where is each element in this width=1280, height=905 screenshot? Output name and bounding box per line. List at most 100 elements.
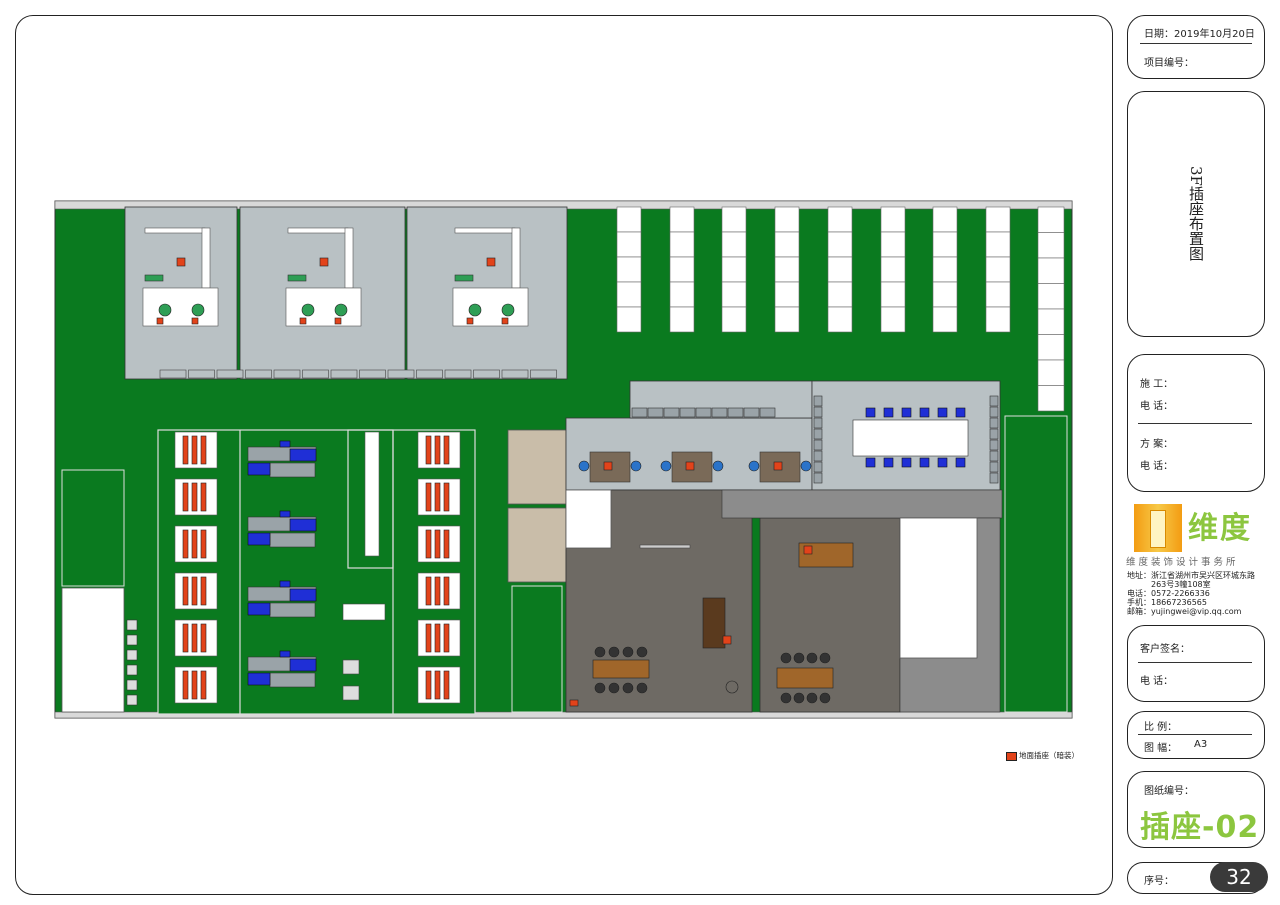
desk	[452, 287, 529, 327]
desk	[702, 597, 726, 649]
desk	[827, 281, 853, 308]
desk	[827, 231, 853, 258]
socket-strip	[182, 670, 189, 700]
socket-strip	[425, 482, 432, 512]
cabinet	[144, 274, 164, 282]
desk	[616, 206, 642, 233]
chair	[468, 303, 482, 317]
desk	[1037, 334, 1065, 361]
chair	[660, 460, 672, 472]
floor-socket	[466, 317, 474, 325]
desk	[1037, 257, 1065, 284]
desk	[774, 256, 800, 283]
socket-strip	[434, 670, 441, 700]
chair	[191, 303, 205, 317]
chair	[883, 457, 894, 468]
seat	[695, 407, 712, 418]
chair	[622, 646, 634, 658]
window-seat	[273, 369, 301, 379]
chair	[636, 682, 648, 694]
window-seat	[387, 369, 415, 379]
chair	[301, 303, 315, 317]
floor-socket	[569, 699, 579, 707]
floor-socket	[191, 317, 199, 325]
socket-strip	[200, 623, 207, 653]
desk	[1037, 206, 1065, 233]
chair	[608, 682, 620, 694]
table	[776, 667, 834, 689]
seat	[989, 417, 999, 429]
client-sign-label: 客户签名：	[1140, 644, 1190, 655]
desk	[827, 306, 853, 333]
sheet-size-label: 图 幅：	[1144, 743, 1178, 754]
chair	[806, 692, 818, 704]
seat	[759, 407, 776, 418]
socket-strip	[425, 623, 432, 653]
socket-strip	[191, 435, 198, 465]
seat	[727, 407, 744, 418]
chair	[289, 518, 317, 532]
desk	[269, 672, 316, 688]
floor-socket	[501, 317, 509, 325]
window-seat	[473, 369, 500, 379]
desk	[669, 281, 695, 308]
seat	[989, 439, 999, 451]
seat	[813, 439, 823, 451]
desk	[285, 287, 362, 327]
desk	[269, 602, 316, 618]
socket-strip	[182, 576, 189, 606]
desk	[616, 256, 642, 283]
desk	[774, 206, 800, 233]
window-seat	[359, 369, 386, 379]
date-panel: 日期：2019年10月20日 项目编号：	[1127, 15, 1265, 79]
socket-strip	[191, 670, 198, 700]
desk	[880, 256, 906, 283]
locker	[126, 619, 138, 631]
socket-strip	[191, 576, 198, 606]
drawing-no-value: 插座-02	[1140, 810, 1260, 845]
socket-strip	[443, 576, 450, 606]
socket-strip	[443, 482, 450, 512]
desk	[344, 227, 354, 289]
chair	[501, 303, 515, 317]
chair	[937, 457, 948, 468]
cabinet	[287, 274, 307, 282]
chair	[865, 407, 876, 418]
desk	[669, 231, 695, 258]
window-seat	[501, 369, 529, 379]
chair	[865, 457, 876, 468]
scale-label: 比 例：	[1144, 722, 1178, 733]
chair	[636, 646, 648, 658]
desk	[852, 419, 969, 457]
seat	[631, 407, 648, 418]
desk	[985, 306, 1011, 333]
socket-strip	[182, 529, 189, 559]
desk	[985, 206, 1011, 233]
window-seat	[245, 369, 272, 379]
drawing-title: 3F插座布置图	[1187, 166, 1205, 261]
seat	[813, 472, 823, 484]
locker	[126, 634, 138, 646]
locker	[126, 694, 138, 706]
desk	[827, 256, 853, 283]
chair	[247, 672, 271, 686]
locker	[126, 679, 138, 691]
client-phone-label: 电 话：	[1140, 676, 1174, 687]
desk	[721, 231, 747, 258]
desk	[721, 306, 747, 333]
design-label: 方 案：	[1140, 439, 1174, 450]
socket-strip	[191, 623, 198, 653]
chair	[780, 692, 792, 704]
chair	[919, 407, 930, 418]
socket-strip	[200, 435, 207, 465]
desk	[1037, 283, 1065, 310]
desk	[932, 256, 958, 283]
desk	[932, 206, 958, 233]
socket-strip	[200, 670, 207, 700]
desk	[774, 231, 800, 258]
client-panel: 客户签名： 电 话：	[1127, 625, 1265, 702]
seat	[813, 395, 823, 407]
chair	[819, 692, 831, 704]
socket-strip	[425, 670, 432, 700]
chair	[806, 652, 818, 664]
